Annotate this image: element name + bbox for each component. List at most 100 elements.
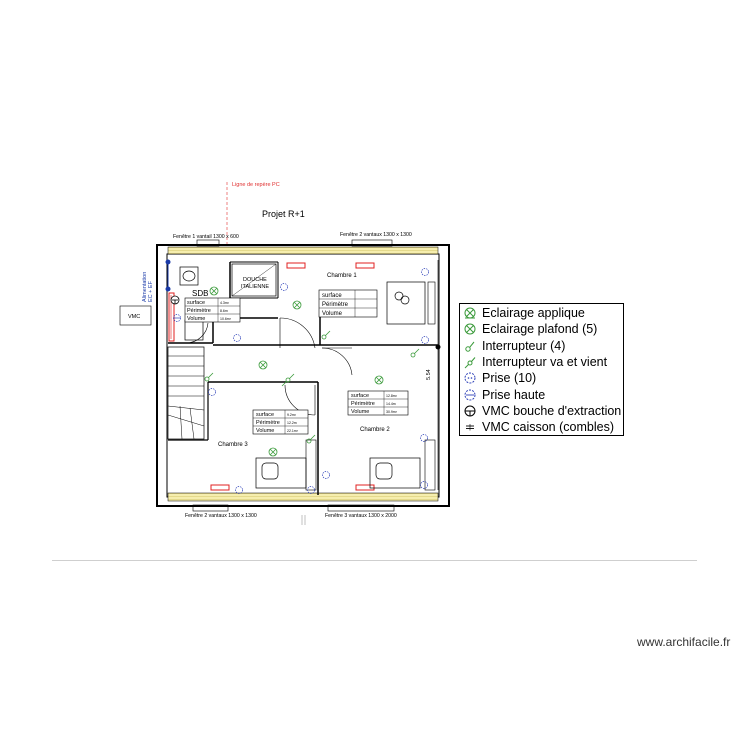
svg-text:surface: surface <box>322 293 342 299</box>
legend-item: Prise haute <box>462 386 621 402</box>
chair <box>375 462 393 480</box>
radiator <box>286 262 306 269</box>
svg-text:Périmètre: Périmètre <box>187 308 211 314</box>
door-swing <box>284 384 316 416</box>
svg-text:9.2m²: 9.2m² <box>287 413 297 417</box>
svg-text:12.8m²: 12.8m² <box>386 394 398 398</box>
toilet-bowl <box>182 270 196 282</box>
outlet-icon <box>322 471 330 479</box>
legend-label: Prise (10) <box>482 371 537 386</box>
dimension-marker <box>435 344 441 350</box>
ceiling-light-icon <box>292 300 302 310</box>
svg-text:Périmètre: Périmètre <box>351 401 375 407</box>
svg-text:surface: surface <box>351 393 369 399</box>
legend-item: Interrupteur va et vient <box>462 354 621 370</box>
door-swing <box>279 317 316 349</box>
table-chambre1: surface Périmètre Volume <box>318 289 378 318</box>
chair <box>394 291 404 301</box>
dimension-label: 5.54 <box>426 369 432 380</box>
legend-label: VMC caisson (combles) <box>482 420 614 435</box>
wardrobe <box>305 439 317 491</box>
shower-label-line1: DOUCHE <box>243 277 267 283</box>
wall-light-icon <box>464 307 476 319</box>
ceiling-light-icon <box>464 323 476 335</box>
radiator <box>210 484 230 491</box>
window-strip-top <box>167 246 439 255</box>
legend-label: Eclairage plafond (5) <box>482 322 598 337</box>
outlet-icon <box>233 334 241 342</box>
outlet-icon <box>420 434 428 442</box>
window-top-left <box>196 239 220 247</box>
svg-text:Volume: Volume <box>351 409 369 415</box>
ceiling-light-icon <box>268 447 278 457</box>
legend-item: Eclairage applique <box>462 305 621 321</box>
room-label-chambre2: Chambre 2 <box>360 427 390 433</box>
svg-text:Volume: Volume <box>256 428 274 434</box>
window-label-bottom-left: Fenêtre 2 vantaux 1300 x 1300 <box>185 513 257 519</box>
vmc-box <box>119 305 152 326</box>
legend-label: Eclairage applique <box>482 306 585 321</box>
svg-text:22.1m³: 22.1m³ <box>287 429 299 433</box>
svg-text:surface: surface <box>187 300 205 306</box>
svg-text:12.2m: 12.2m <box>287 421 297 425</box>
table-chambre2: surface 12.8m² Périmètre 14.4m Volume 30… <box>347 390 409 416</box>
table-sdb: surface 4.3m² Périmètre 8.6m Volume 10.6… <box>184 297 241 323</box>
outer-wall <box>156 244 450 507</box>
svg-text:14.4m: 14.4m <box>386 402 396 406</box>
vmc-box-label: VMC <box>128 314 140 320</box>
radiator <box>355 484 375 491</box>
switch-icon <box>321 330 331 340</box>
wardrobe <box>427 281 436 325</box>
legend: Eclairage applique Eclairage plafond (5)… <box>459 303 624 436</box>
switch-icon <box>465 341 475 352</box>
supply-label-line1: Alimentation <box>142 272 148 302</box>
switch-icon <box>306 434 316 444</box>
outlet-icon <box>421 336 429 344</box>
svg-text:8.6m: 8.6m <box>220 309 228 313</box>
vmc-box-icon <box>466 424 474 431</box>
divider <box>52 560 697 561</box>
legend-item: Prise (10) <box>462 370 621 386</box>
svg-text:Volume: Volume <box>187 316 205 322</box>
legend-item: VMC caisson (combles) <box>462 419 621 435</box>
staircase <box>167 346 205 440</box>
svg-text:Volume: Volume <box>322 311 343 317</box>
window-label-top-left: Fenêtre 1 vantail 1300 x 600 <box>173 234 239 240</box>
legend-label: Prise haute <box>482 387 546 402</box>
watermark[interactable]: www.archifacile.fr <box>637 635 731 649</box>
room-label-chambre1: Chambre 1 <box>327 273 357 279</box>
bed <box>386 281 426 325</box>
desk <box>255 457 307 489</box>
ceiling-light-icon <box>374 375 384 385</box>
outlet-icon <box>280 283 288 291</box>
high-outlet-icon <box>464 389 476 401</box>
plan-title: Projet R+1 <box>262 209 305 219</box>
two-way-switch-icon <box>281 373 295 387</box>
legend-label: VMC bouche d'extraction <box>482 403 622 418</box>
window-label-top-right: Fenêtre 2 vantaux 1300 x 1300 <box>340 232 412 238</box>
outlet-icon <box>420 481 428 489</box>
window-bottom-right <box>327 504 395 512</box>
shower <box>231 263 277 297</box>
legend-item: VMC bouche d'extraction <box>462 403 621 419</box>
ceiling-light-icon <box>258 360 268 370</box>
svg-text:Périmètre: Périmètre <box>256 420 280 426</box>
outlet-icon <box>235 486 243 494</box>
window-bottom-left <box>192 504 229 512</box>
high-outlet-icon <box>173 314 181 322</box>
outlet-icon <box>208 388 216 396</box>
table-chambre3: surface 9.2m² Périmètre 12.2m Volume 22.… <box>252 409 309 435</box>
wardrobe <box>424 439 436 491</box>
outlet-icon <box>464 372 476 384</box>
vmc-extraction-icon <box>170 295 180 305</box>
supply-label-line2: EC + EF <box>148 280 154 302</box>
chair <box>400 295 410 305</box>
legend-label: Interrupteur (4) <box>482 338 566 353</box>
radiator <box>355 262 375 269</box>
room-label-sdb: SDB <box>192 289 208 298</box>
sink <box>184 319 204 341</box>
door-swing <box>321 347 353 376</box>
legend-item: Eclairage plafond (5) <box>462 321 621 337</box>
desk <box>369 457 421 489</box>
